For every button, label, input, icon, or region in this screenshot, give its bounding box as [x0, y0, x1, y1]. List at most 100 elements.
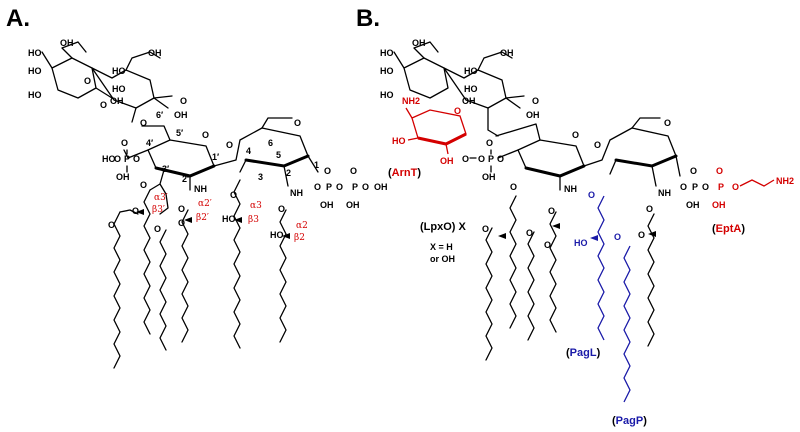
phosphate-1-b-epta: O P O O OH P O OH O NH2 (EptA) — [680, 166, 794, 235]
glucosamine-backbone-a: O O O 6′ 5′ 4′ 3′ 2′ 1′ 6 5 4 3 2 1 — [123, 110, 319, 191]
atom-oh: OH — [500, 48, 514, 58]
atom-ho: HO — [380, 48, 394, 58]
atom-nh: NH — [290, 188, 303, 198]
atom-o: O — [202, 130, 209, 140]
position-label: 4 — [246, 146, 251, 156]
atom-oh: OH — [346, 200, 360, 210]
atom-o: O — [690, 166, 697, 176]
atom-ho: HO — [28, 90, 42, 100]
atom-o: O — [121, 138, 128, 148]
atom-o: O — [732, 182, 739, 192]
atom-o: O — [362, 182, 369, 192]
atom-o: O — [548, 206, 555, 216]
atom-o: O — [294, 118, 301, 128]
enzyme-label-arnt: (ArnT) — [388, 167, 421, 179]
atom-oh: OH — [174, 110, 188, 120]
atom-o: O — [226, 140, 233, 150]
atom-o: O — [638, 230, 645, 240]
glucosamine-backbone-b: O O O NH NH — [495, 117, 681, 198]
atom-o: O — [180, 96, 187, 106]
chain-position-label: β3 — [248, 215, 259, 225]
atom-o: O — [350, 166, 357, 176]
panel-a-label: A. — [6, 5, 30, 32]
atom-oh: OH — [482, 172, 496, 182]
atom-o: O — [278, 204, 285, 214]
kdo-sugars-b: HO OH HO HO HO HO OH OH O OH — [380, 38, 540, 137]
position-label: 6′ — [156, 110, 163, 120]
atom-o: O — [544, 240, 551, 250]
atom-o: O — [646, 204, 653, 214]
chain-position-label: β2 — [294, 233, 305, 243]
atom-o: O — [510, 182, 517, 192]
atom-o: O — [178, 204, 185, 214]
atom-p: P — [352, 182, 358, 192]
atom-oh: OH — [320, 200, 334, 210]
atom-o: O — [108, 220, 115, 230]
acyl-chains-a: O O O O O O O O HO HO α3′ β3′ α2′ β2′ α3… — [108, 169, 308, 369]
atom-ho: HO — [112, 66, 126, 76]
position-label: 6 — [268, 138, 273, 148]
panel-b-label: B. — [356, 5, 380, 32]
atom-oh: OH — [526, 110, 540, 120]
atom-oh: OH — [412, 38, 426, 48]
atom-ho: HO — [102, 154, 116, 164]
atom-nh: NH — [658, 188, 671, 198]
atom-o: O — [526, 228, 533, 238]
chain-position-label: β3′ — [152, 205, 165, 215]
lpxo-note-1: X = H — [430, 242, 453, 252]
atom-o: O — [133, 154, 140, 164]
position-label: 3 — [258, 172, 263, 182]
chain-position-label: α3′ — [154, 193, 168, 203]
atom-oh: OH — [440, 156, 454, 166]
atom-ho: HO — [222, 214, 236, 224]
atom-o: O — [532, 96, 539, 106]
acyl-chains-b: O O O O O O O — [482, 182, 656, 361]
atom-nh: NH — [194, 184, 207, 194]
position-label: 5 — [276, 150, 281, 160]
chain-position-label: α2′ — [198, 199, 212, 209]
atom-o: O — [140, 118, 147, 128]
panel-a: A. HO OH HO HO O O HO HO OH OH O OH O — [6, 5, 388, 369]
atom-oh: OH — [116, 172, 130, 182]
panel-b: B. HO OH HO HO HO HO OH OH O OH NH2 HO — [356, 5, 794, 427]
position-label: 3′ — [162, 164, 169, 174]
atom-o: O — [482, 224, 489, 234]
atom-o: O — [497, 154, 504, 164]
pagl-chain: O HO (PagL) — [566, 190, 605, 359]
atom-oh: OH — [686, 200, 700, 210]
atom-o: O — [454, 106, 461, 116]
kdo-sugars-a: HO OH HO HO O O HO HO OH OH O OH O — [28, 38, 188, 128]
atom-nh2: NH2 — [402, 96, 420, 106]
pagp-chain: O (PagP) — [612, 232, 647, 427]
position-label: 1 — [314, 160, 319, 170]
atom-ho: HO — [392, 136, 406, 146]
atom-ho: HO — [380, 66, 394, 76]
position-label: 2 — [286, 168, 291, 178]
lpxo-note-2: or OH — [430, 254, 455, 264]
atom-o: O — [588, 190, 595, 200]
atom-o: O — [680, 182, 687, 192]
atom-o: O — [314, 182, 321, 192]
position-label: 4′ — [146, 138, 153, 148]
atom-o: O — [462, 154, 469, 164]
chain-position-label: α2 — [296, 221, 308, 231]
chain-position-label: α3 — [250, 201, 262, 211]
atom-ho: HO — [574, 238, 588, 248]
phosphate-4prime-a: HO O P O O OH — [102, 138, 140, 182]
atom-oh: OH — [462, 96, 476, 106]
phosphate-4prime-b: O P O O OH O — [462, 138, 504, 182]
atom-p: P — [718, 182, 724, 192]
enzyme-label-lpxo: (LpxO) X — [420, 221, 467, 233]
atom-ho: HO — [380, 90, 394, 100]
position-label: 5′ — [176, 128, 183, 138]
atom-o: O — [702, 182, 709, 192]
atom-o: O — [716, 166, 723, 176]
lpxo-annotation: (LpxO) X X = H or OH — [420, 221, 467, 264]
atom-o: O — [336, 182, 343, 192]
enzyme-label-pagl: (PagL) — [566, 347, 601, 359]
atom-p: P — [692, 182, 698, 192]
atom-p: P — [326, 182, 332, 192]
atom-o: O — [614, 232, 621, 242]
atom-ho: HO — [464, 66, 478, 76]
